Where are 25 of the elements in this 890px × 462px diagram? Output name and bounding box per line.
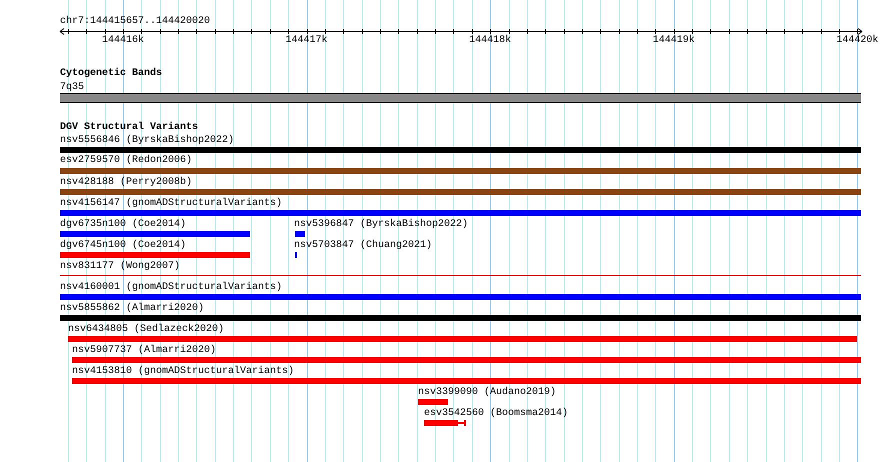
variant-label: dgv6735n100 (Coe2014) (60, 219, 186, 230)
variant-label: nsv4160001 (gnomADStructuralVariants) (60, 282, 282, 293)
location-label: chr7:144415657..144420020 (60, 16, 210, 27)
variant-label: nsv4156147 (gnomADStructuralVariants) (60, 198, 282, 209)
band-label: 7q35 (60, 82, 84, 93)
track-heading: DGV Structural Variants (60, 122, 198, 133)
tick-label: 144419k (652, 35, 695, 46)
variant-label: nsv5556846 (ByrskaBishop2022) (60, 135, 234, 146)
tick-label: 144416k (102, 35, 144, 46)
tick-label: 144417k (286, 35, 328, 46)
tick-label: 144420k (836, 35, 878, 46)
track-heading: Cytogenetic Bands (60, 68, 162, 79)
variant-label: dgv6745n100 (Coe2014) (60, 240, 186, 251)
variant-label: nsv3399090 (Audano2019) (418, 387, 556, 398)
tick-label: 144418k (469, 35, 512, 46)
variant-label: esv3542560 (Boomsma2014) (424, 408, 568, 419)
variant-label: nsv5855862 (Almarri2020) (60, 303, 204, 314)
variant-label: nsv4153810 (gnomADStructuralVariants) (72, 366, 294, 377)
variant-label: nsv5907737 (Almarri2020) (72, 345, 216, 356)
variant-label: nsv428188 (Perry2008b) (60, 177, 192, 188)
variant-label: esv2759570 (Redon2006) (60, 155, 192, 166)
variant-label: nsv5703847 (Chuang2021) (294, 240, 432, 251)
variant-label: nsv831177 (Wong2007) (60, 261, 180, 272)
variant-label: nsv6434805 (Sedlazeck2020) (68, 324, 224, 335)
variant-label: nsv5396847 (ByrskaBishop2022) (294, 219, 468, 230)
